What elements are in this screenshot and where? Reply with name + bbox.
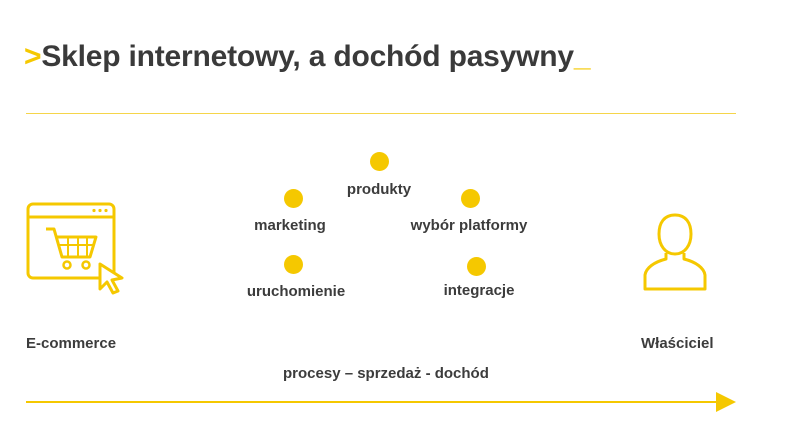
slide-title: >Sklep internetowy, a dochód pasywny_	[24, 40, 591, 74]
cycle-label-produkty: produkty	[346, 181, 412, 198]
cycle-label-uruchomienie: uruchomienie	[246, 283, 346, 300]
flow-arrow-head	[716, 392, 736, 412]
owner-label: Właściciel	[641, 335, 714, 352]
title-text: Sklep internetowy, a dochód pasywny	[41, 40, 574, 73]
title-prefix: >	[24, 40, 42, 73]
cycle-label-wybor-platformy: wybór platformy	[410, 217, 528, 234]
flow-label: procesy – sprzedaż - dochód	[283, 365, 489, 382]
cycle-label-marketing: marketing	[254, 217, 326, 234]
ecommerce-label: E-commerce	[26, 335, 117, 352]
flow-arrow-line	[26, 401, 720, 403]
title-divider	[26, 113, 736, 114]
cycle-dot-marketing	[284, 189, 303, 208]
cycle-dot-integracje	[467, 257, 486, 276]
title-suffix: _	[573, 40, 591, 73]
cycle-dot-wybor-platformy	[461, 189, 480, 208]
cycle-label-integracje: integracje	[443, 282, 515, 299]
user-icon	[643, 213, 707, 291]
cycle-dot-uruchomienie	[284, 255, 303, 274]
cycle-dot-produkty	[370, 152, 389, 171]
shopping-cart-browser-icon	[26, 202, 124, 295]
